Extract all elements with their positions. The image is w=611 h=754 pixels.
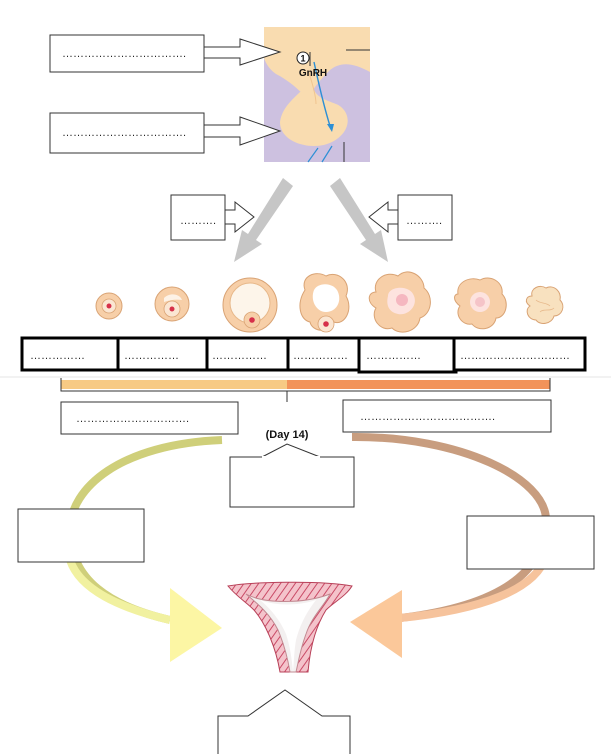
- stage-box-6[interactable]: [452, 336, 587, 372]
- step-one-number: 1: [300, 54, 305, 64]
- left-hormone-label-blank: ……….: [180, 215, 216, 227]
- luteal-phase-label-box[interactable]: [342, 399, 552, 433]
- regressing-corpus-luteum: [454, 277, 507, 330]
- stage-box-1[interactable]: [20, 336, 122, 372]
- gnrh-label: GnRH: [299, 68, 327, 79]
- right-hormone-pointer-arrow: [368, 200, 399, 234]
- right-hormone-effect-box[interactable]: [466, 515, 595, 570]
- stage-blank-5: ……………: [366, 350, 421, 362]
- follicle-sequence: [95, 271, 564, 333]
- hormone-arrow-left: [234, 178, 293, 262]
- left-hormone-label-box[interactable]: [170, 194, 226, 241]
- left-curved-arrow-head: [170, 588, 222, 662]
- right-hormone-label-box[interactable]: [397, 194, 453, 241]
- pituitary-gland-shape: [280, 90, 348, 146]
- portal-vessel-arrow: [313, 61, 331, 127]
- hypothalamus-label-blank: …………………………….: [62, 48, 186, 60]
- corpus-albicans: [525, 285, 564, 324]
- ovulation-callout: [229, 443, 355, 508]
- stage-box-5[interactable]: [357, 336, 458, 374]
- antral-follicle: [222, 277, 278, 333]
- follicular-phase-blank: ………………………….: [76, 413, 189, 425]
- stage-box-4[interactable]: [286, 336, 363, 372]
- left-hormone-pointer-arrow: [224, 200, 255, 234]
- step-one-marker: [296, 51, 310, 65]
- stage-blank-6: …………………………: [460, 350, 570, 362]
- stage-label-row: …………… …………… …………… …………… …………… …………………………: [20, 336, 587, 374]
- bottom-callout: [217, 689, 351, 754]
- right-curved-arrow-head: [350, 590, 402, 658]
- hypothalamus-pituitary-illustration: 1 GnRH: [264, 27, 370, 163]
- left-curved-arrow-gradient: [66, 558, 171, 624]
- stage-blank-4: ……………: [293, 350, 348, 362]
- pituitary-label-blank: …………………………….: [62, 127, 186, 139]
- stage-blank-2: ……………: [124, 350, 179, 362]
- portal-vessel-arrowhead: [327, 124, 334, 132]
- cycle-phase-bar: [60, 378, 551, 402]
- ovulation-day-label: (Day 14): [266, 429, 309, 441]
- pituitary-stalk: [307, 69, 317, 105]
- stage-box-2[interactable]: [116, 336, 211, 372]
- follicular-phase-bar: [61, 380, 287, 389]
- follicular-phase-label-box[interactable]: [60, 401, 239, 435]
- primordial-follicle: [95, 292, 123, 320]
- hormone-arrow-right: [330, 178, 388, 262]
- uterine-cavity: [260, 600, 316, 672]
- ovulation-label-box[interactable]: [229, 456, 355, 508]
- corpus-luteum: [368, 271, 431, 333]
- blood-vessel-right: [321, 145, 333, 163]
- hypothalamus-label-box[interactable]: [49, 34, 205, 73]
- uterus-illustration: [227, 581, 353, 673]
- luteal-phase-blank: ……………………………….: [360, 411, 495, 423]
- right-hormone-label-blank: ……….: [406, 215, 442, 227]
- hypothalamus-pointer-arrow: [203, 38, 282, 66]
- blood-vessel-left: [307, 147, 319, 163]
- primary-follicle: [154, 286, 190, 322]
- hypothalamus-shape: [264, 27, 370, 100]
- stage-blank-1: ……………: [30, 350, 85, 362]
- left-hormone-effect-box[interactable]: [17, 508, 145, 563]
- pituitary-label-box[interactable]: [49, 112, 205, 154]
- luteal-phase-bar: [287, 380, 550, 389]
- pituitary-pointer-arrow: [203, 116, 282, 146]
- stage-blank-3: ……………: [212, 350, 267, 362]
- ovulating-follicle: [299, 273, 350, 333]
